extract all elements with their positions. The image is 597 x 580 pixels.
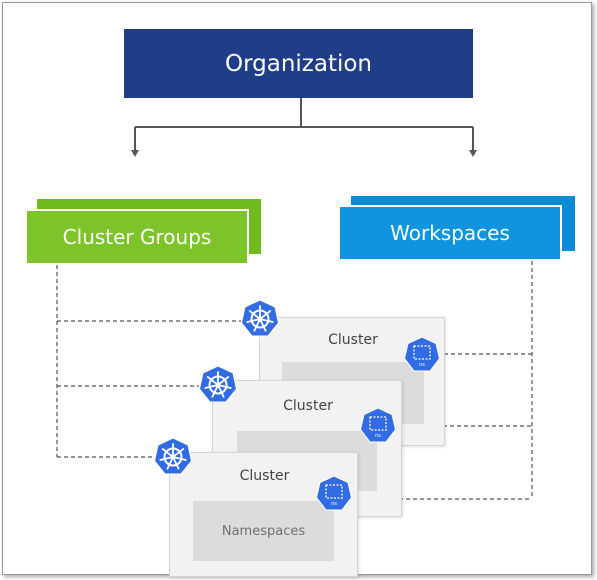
kubernetes-icon bbox=[153, 437, 193, 475]
namespace-icon-text: ns bbox=[419, 362, 425, 368]
namespace-icon-text: ns bbox=[375, 433, 381, 439]
diagram-frame: Organization Cluster Groups Workspaces C… bbox=[2, 2, 592, 577]
cluster-card-3: Cluster Namespaces bbox=[169, 452, 358, 577]
kubernetes-icon bbox=[198, 365, 238, 403]
org-right-arrow bbox=[469, 150, 477, 157]
namespace-icon: ns bbox=[403, 336, 441, 372]
cluster-card-2-label: Cluster bbox=[283, 398, 333, 414]
kubernetes-icon bbox=[240, 299, 280, 337]
namespace-icon: ns bbox=[359, 407, 397, 443]
organization-box: Organization bbox=[124, 29, 473, 98]
cluster-card-3-label: Cluster bbox=[239, 468, 290, 484]
namespaces-label: Namespaces bbox=[221, 523, 306, 539]
workspaces-box: Workspaces bbox=[338, 205, 562, 261]
org-left-arrow bbox=[131, 150, 139, 157]
cluster-card-1-label: Cluster bbox=[328, 332, 378, 348]
namespace-icon: ns bbox=[315, 475, 353, 511]
organization-label: Organization bbox=[224, 50, 373, 77]
cluster-groups-box: Cluster Groups bbox=[25, 209, 249, 265]
cluster-group-dashes bbox=[56, 265, 241, 458]
namespace-icon-text: ns bbox=[331, 501, 337, 507]
cluster-groups-label: Cluster Groups bbox=[62, 225, 212, 249]
namespaces-box: Namespaces bbox=[193, 501, 334, 561]
workspaces-label: Workspaces bbox=[390, 221, 510, 245]
